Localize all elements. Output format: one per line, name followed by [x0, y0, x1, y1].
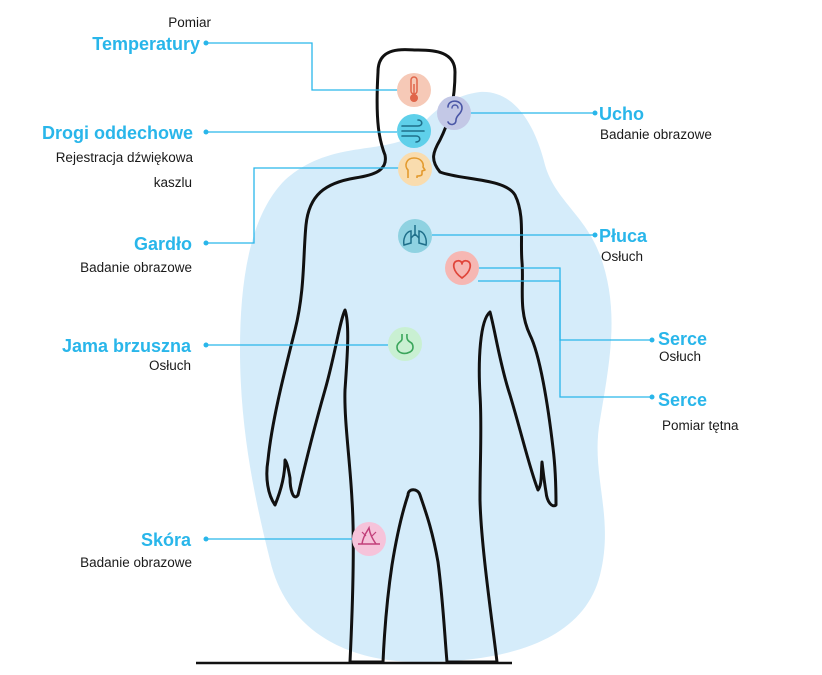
connector-dot: [592, 110, 598, 116]
connector-lines: [206, 42, 652, 540]
thermometer-icon: [397, 73, 431, 107]
lungs-icon: [398, 219, 432, 253]
airway-sub-1: Rejestracja dźwiękowa: [55, 150, 193, 165]
skin-sub: Badanie obrazowe: [80, 555, 192, 570]
ear-title: Ucho: [599, 104, 644, 124]
heart-sub-1: Osłuch: [659, 349, 702, 364]
throat-title: Gardło: [133, 234, 192, 254]
skin-title: Skóra: [140, 530, 191, 550]
connector-dots: [203, 40, 655, 542]
connector-dot: [203, 129, 209, 135]
connector-temperature: [206, 42, 398, 91]
connector-dot: [592, 232, 598, 238]
abdomen-title: Jama brzuszna: [61, 336, 191, 356]
airway-title: Drogi oddechowe: [41, 123, 193, 143]
connector-dot: [649, 394, 655, 400]
heart-sub-2: Pomiar tętna: [662, 418, 739, 433]
connector-dot: [649, 337, 655, 343]
wind-icon: [397, 114, 431, 148]
heart-title-1: Serce: [658, 329, 708, 349]
connector-heart-2: [478, 280, 652, 398]
stomach-icon: [388, 327, 422, 361]
heart-icon: [445, 251, 479, 285]
heart-title-2: Serce: [658, 390, 708, 410]
lungs-title: Płuca: [599, 226, 648, 246]
connector-dot: [203, 536, 209, 542]
ear-sub: Badanie obrazowe: [600, 127, 712, 142]
ear-icon: [437, 96, 471, 130]
throat-sub: Badanie obrazowe: [80, 260, 192, 275]
skin-hair-icon: [352, 522, 386, 556]
lungs-sub: Osłuch: [601, 249, 644, 264]
connector-dot: [203, 40, 209, 46]
head-profile-icon: [398, 152, 432, 186]
airway-sub-2: kaszlu: [153, 175, 192, 190]
body-outline: [265, 48, 558, 664]
connector-dot: [203, 342, 209, 348]
connector-dot: [203, 240, 209, 246]
abdomen-sub: Osłuch: [148, 358, 191, 373]
temperature-pre-label: Pomiar: [168, 15, 211, 30]
temperature-title: Temperatury: [92, 34, 200, 54]
connector-throat: [206, 167, 399, 244]
